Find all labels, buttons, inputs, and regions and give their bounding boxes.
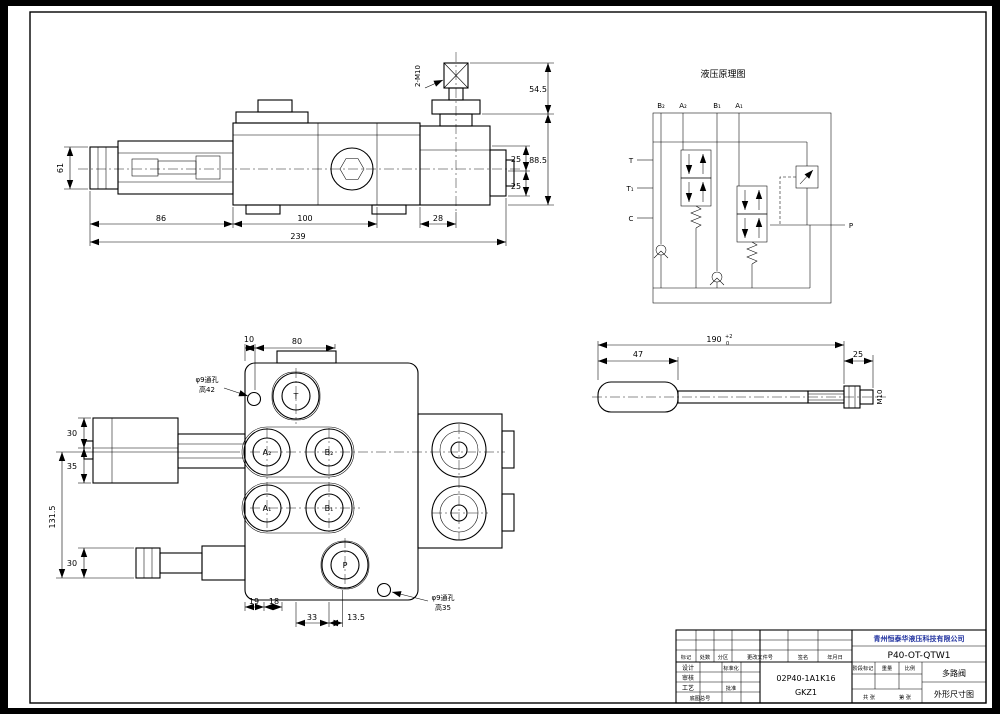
hydraulic-schematic: 液压原理图: [625, 68, 853, 304]
schematic-port-a2: A₂: [679, 102, 687, 110]
dim-86: 86: [156, 214, 166, 223]
label-change-doc: 更改文件号: [747, 653, 773, 661]
schematic-port-b1: B₁: [713, 102, 721, 110]
label-signature: 签名: [798, 653, 808, 661]
dim-25-upper: 25: [511, 155, 521, 164]
label-scale: 比例: [905, 664, 915, 672]
dim-25: 25: [853, 350, 863, 359]
port-b2: B₂: [325, 448, 334, 457]
company-name: 青州恒泰华液压科技有限公司: [874, 634, 965, 643]
label-date: 年月日: [827, 653, 843, 661]
side-view-centerlines: [78, 52, 520, 212]
handle-view: 190 +2 0 47 25 M10: [592, 334, 886, 413]
label-standardize: 标准化: [723, 664, 739, 672]
hole-note-top-1: φ9通孔: [195, 375, 218, 384]
dim-190: 190: [706, 335, 721, 344]
side-view-dimensions: 61 86 100 28 239 25 25: [56, 62, 554, 246]
port-a1: A₁: [263, 504, 272, 513]
dim-80: 80: [292, 337, 302, 346]
side-view-geometry: [89, 62, 515, 215]
dim-30-bottom: 30: [67, 559, 77, 568]
drawing-frame: [29, 11, 987, 704]
drawing-number-line2: GKZ1: [795, 688, 817, 697]
label-mark: 标记: [681, 653, 691, 661]
label-approve: 批准: [726, 684, 736, 692]
dim-25-lower: 25: [511, 182, 521, 191]
dim-35: 35: [67, 462, 77, 471]
dim-30-top: 30: [67, 429, 77, 438]
dim-18: 18: [269, 597, 279, 606]
title-block-labels: 标记 处数 分区 更改文件号 签名 年月日 设计 审核 工艺 标准化 批准 底图…: [681, 653, 915, 702]
dim-88-5: 88.5: [529, 156, 547, 165]
front-view-port-labels: T A₂ B₂ A₁ B₁ P: [263, 392, 348, 570]
dim-239: 239: [290, 232, 305, 241]
hole-note-top-2: 高42: [199, 385, 215, 394]
label-check: 审核: [682, 674, 694, 682]
dim-13-5: 13.5: [347, 613, 365, 622]
label-sheet-index: 第 张: [899, 693, 912, 701]
schematic-port-a1: A₁: [735, 102, 743, 110]
schematic-lines: [637, 113, 845, 289]
port-p: P: [343, 561, 348, 570]
dim-10: 10: [244, 335, 254, 344]
drawing-name: 外形尺寸图: [934, 689, 974, 699]
dim-19: 19: [249, 597, 259, 606]
drawing-sheet: [8, 6, 992, 708]
title-block: 青州恒泰华液压科技有限公司 P40-OT-QTW1 02P40-1A1K16 G…: [675, 629, 987, 704]
dim-190-tol-upper: +2: [725, 334, 732, 340]
schematic-port-t1: T₁: [625, 185, 633, 193]
dim-33: 33: [307, 613, 317, 622]
dim-54-5: 54.5: [529, 85, 547, 94]
label-m10: M10: [876, 390, 884, 405]
label-stage-mark: 阶段标记: [853, 664, 874, 672]
dim-190-tol-lower: 0: [726, 341, 729, 347]
front-view: T A₂ B₂ A₁ B₁ P 10 80 30 35 30: [48, 335, 515, 627]
title-block-grid: [675, 629, 987, 704]
label-qty: 处数: [700, 653, 711, 661]
dim-28: 28: [433, 214, 443, 223]
port-t: T: [293, 392, 299, 401]
handle-geometry: [597, 381, 874, 413]
label-weight: 重量: [882, 664, 892, 672]
front-view-dimensions: 10 80 30 35 30 131.5 19 18: [48, 335, 455, 627]
port-a2: A₂: [263, 448, 272, 457]
dim-61: 61: [56, 163, 65, 173]
dim-47: 47: [633, 350, 643, 359]
mount-hole-bottom: [376, 582, 392, 598]
label-craft: 工艺: [682, 684, 694, 692]
dim-100: 100: [297, 214, 312, 223]
hole-note-bottom-2: 高35: [435, 603, 451, 612]
schematic-title: 液压原理图: [700, 68, 745, 80]
port-b1: B₁: [325, 504, 334, 513]
product-name: 多路阀: [942, 668, 966, 678]
handle-dimensions: 190 +2 0 47 25 M10: [597, 334, 884, 405]
label-sheet-total: 共 张: [863, 693, 876, 701]
schematic-boundary: [652, 112, 832, 304]
drawing-number-line1: 02P40-1A1K16: [776, 674, 835, 683]
schematic-port-p: P: [849, 222, 853, 230]
mount-hole-top: [246, 391, 262, 407]
model-number: P40-OT-QTW1: [888, 651, 951, 661]
label-zone: 分区: [718, 653, 728, 661]
label-2-m10: 2-M10: [414, 65, 422, 87]
schematic-port-b2: B₂: [657, 102, 665, 110]
label-design: 设计: [682, 664, 694, 672]
hole-note-bottom-1: φ9通孔: [431, 593, 454, 602]
side-view: 61 86 100 28 239 25 25: [56, 52, 554, 246]
schematic-port-c: C: [629, 215, 634, 223]
label-base-drawing-no: 底图总号: [690, 694, 711, 702]
schematic-port-t: T: [628, 157, 634, 165]
front-view-geometry: [83, 350, 515, 601]
dim-131-5: 131.5: [48, 506, 57, 529]
